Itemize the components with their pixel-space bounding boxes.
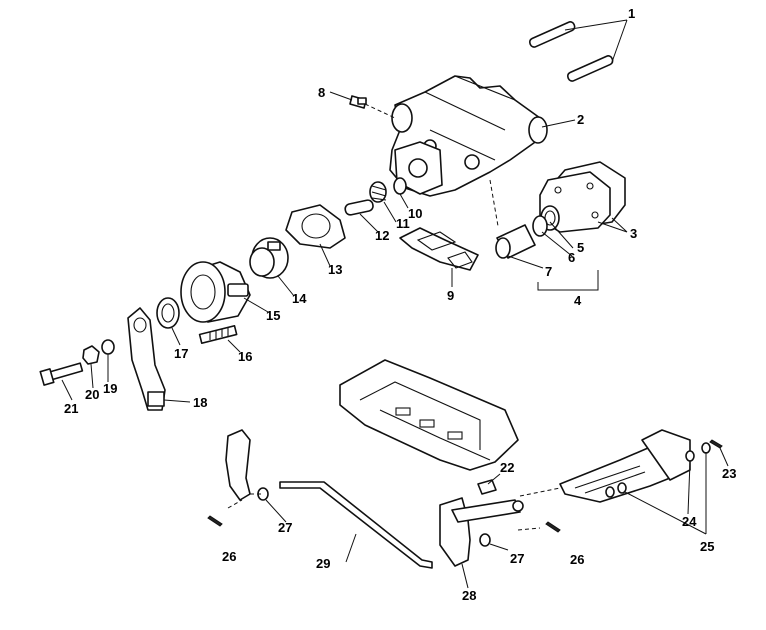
callout-7: 7 <box>545 264 552 279</box>
callout-numbers: 1 2 3 4 5 6 7 8 9 10 11 12 13 14 15 16 1… <box>64 6 736 603</box>
leader-lines <box>61 19 729 589</box>
arm-part-18 <box>127 307 166 411</box>
callout-20: 20 <box>85 387 99 402</box>
drum-part-15 <box>180 261 251 323</box>
fasteners-19-20-21 <box>39 339 115 386</box>
callout-6: 6 <box>568 250 575 265</box>
callout-9: 9 <box>447 288 454 303</box>
callout-1: 1 <box>628 6 635 21</box>
callout-23: 23 <box>722 466 736 481</box>
callout-2: 2 <box>577 112 584 127</box>
cotter-pins-part-26 <box>207 515 561 533</box>
housing-part-2 <box>389 75 548 197</box>
callout-8: 8 <box>318 85 325 100</box>
bolt-part-8 <box>349 95 367 109</box>
callout-3: 3 <box>630 226 637 241</box>
pedal-arm-left <box>225 429 251 501</box>
footrest-frame <box>339 359 519 471</box>
callout-27-left: 27 <box>278 520 292 535</box>
cylinder-part-7 <box>495 224 536 259</box>
callout-28: 28 <box>462 588 476 603</box>
callout-17: 17 <box>174 346 188 361</box>
rod-part-29 <box>279 481 433 569</box>
callout-14: 14 <box>292 291 307 306</box>
callout-11: 11 <box>396 216 410 231</box>
callout-18: 18 <box>193 395 207 410</box>
washers-part-27 <box>257 487 491 547</box>
small-parts-10-11-12 <box>344 177 407 216</box>
callout-16: 16 <box>238 349 252 364</box>
callout-22: 22 <box>500 460 514 475</box>
callout-19: 19 <box>103 381 117 396</box>
pin-part-22 <box>477 479 497 495</box>
callout-26-left: 26 <box>222 549 236 564</box>
callout-4: 4 <box>574 293 582 308</box>
callout-15: 15 <box>266 308 280 323</box>
pins-part-1 <box>528 21 614 82</box>
gasket-part-13 <box>285 204 346 249</box>
callout-26-right: 26 <box>570 552 584 567</box>
callout-5: 5 <box>577 240 584 255</box>
bearing-part-14 <box>249 237 289 279</box>
washer-part-6 <box>532 215 548 237</box>
callout-27-right: 27 <box>510 551 524 566</box>
washer-part-17 <box>156 297 180 329</box>
pedal-assembly-right <box>559 429 723 503</box>
bolt-part-16 <box>198 324 238 345</box>
callout-24: 24 <box>682 514 697 529</box>
plate-part-9 <box>399 227 479 271</box>
lever-part-28 <box>439 497 524 567</box>
callout-21: 21 <box>64 401 78 416</box>
callout-13: 13 <box>328 262 342 277</box>
callout-10: 10 <box>408 206 422 221</box>
callout-29: 29 <box>316 556 330 571</box>
callout-12: 12 <box>375 228 389 243</box>
callout-25: 25 <box>700 539 714 554</box>
bracket-part-3 <box>539 161 626 233</box>
